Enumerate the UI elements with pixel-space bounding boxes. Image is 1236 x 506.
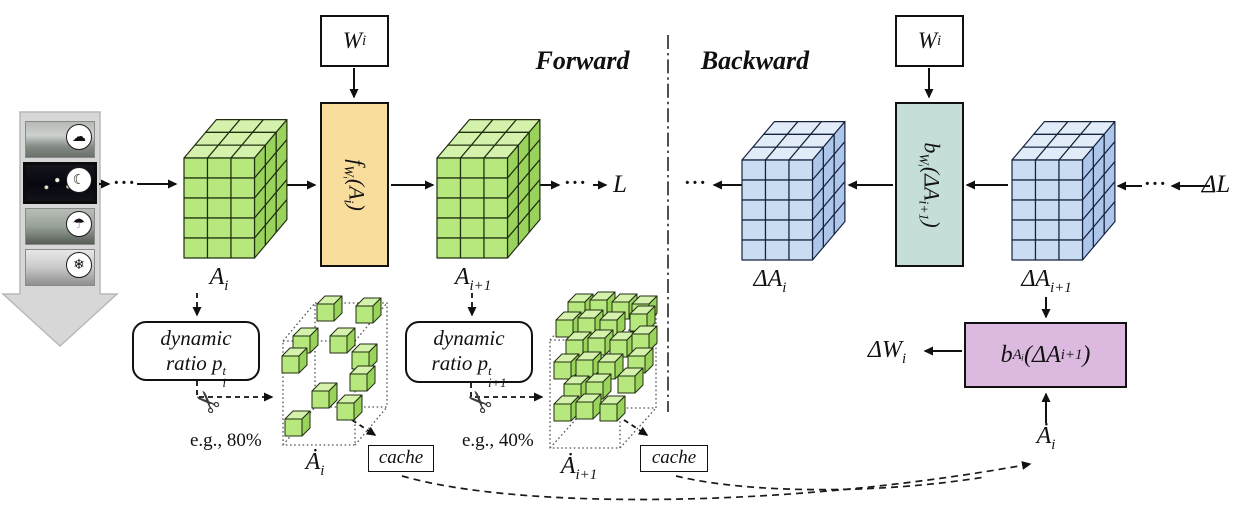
label-pruned-ai: Ȧi [305, 449, 325, 479]
label-activation-ai: Ai [209, 264, 229, 294]
cache-box-i: cache [368, 445, 434, 472]
label-pruned-ai1: Ȧi+1 [560, 453, 598, 483]
backward-fn-box: bWᵢ(ΔAi+1) [895, 102, 964, 267]
forward-fn-label: fWᵢ(Ai) [340, 158, 370, 211]
ellipsis-backward: ··· [684, 172, 708, 194]
backward-title: Backward [700, 46, 810, 75]
example-ratio-40: e.g., 40% [462, 430, 534, 451]
solid-arrows [99, 68, 1210, 423]
forward-fn-box: fWᵢ(Ai) [320, 102, 389, 267]
ellipsis-input: ··· [113, 172, 137, 194]
input-frame-snowy: ❄ [25, 249, 95, 286]
cache-box-i1: cache [640, 445, 708, 472]
label-grad-dai1: ΔAi+1 [1021, 266, 1072, 296]
snow-icon: ❄ [66, 252, 92, 278]
cache-reuse-curves [401, 461, 1032, 501]
forward-title: Forward [535, 46, 630, 75]
example-ratio-80: e.g., 80% [190, 430, 262, 451]
cloud-icon: ☁ [66, 124, 92, 150]
dynamic-word: dynamic [160, 326, 232, 350]
dynamic-word: dynamic [433, 326, 505, 350]
label-weight-grad: ΔWi [867, 337, 907, 367]
input-frame-rainy: ☂ [25, 208, 95, 245]
dashed-arrows [192, 293, 649, 436]
input-frame-night-selected: ☾ [23, 162, 97, 204]
label-loss: L [613, 171, 627, 198]
rain-icon: ☂ [66, 211, 92, 237]
label-cached-ai-backward: Ȧi [1036, 423, 1056, 453]
ellipsis-loss-grad: ··· [1144, 173, 1168, 195]
label-activation-ai1: Ai+1 [454, 264, 492, 294]
moon-icon: ☾ [66, 167, 92, 193]
backward-fn-label: bWᵢ(ΔAi+1) [915, 141, 945, 228]
ellipsis-forward: ··· [564, 172, 588, 194]
label-loss-grad: ΔL [1201, 171, 1231, 198]
label-grad-dai: ΔAi [753, 266, 787, 296]
input-frame-foggy: ☁ [25, 121, 95, 158]
activation-tensors [183, 118, 1116, 437]
